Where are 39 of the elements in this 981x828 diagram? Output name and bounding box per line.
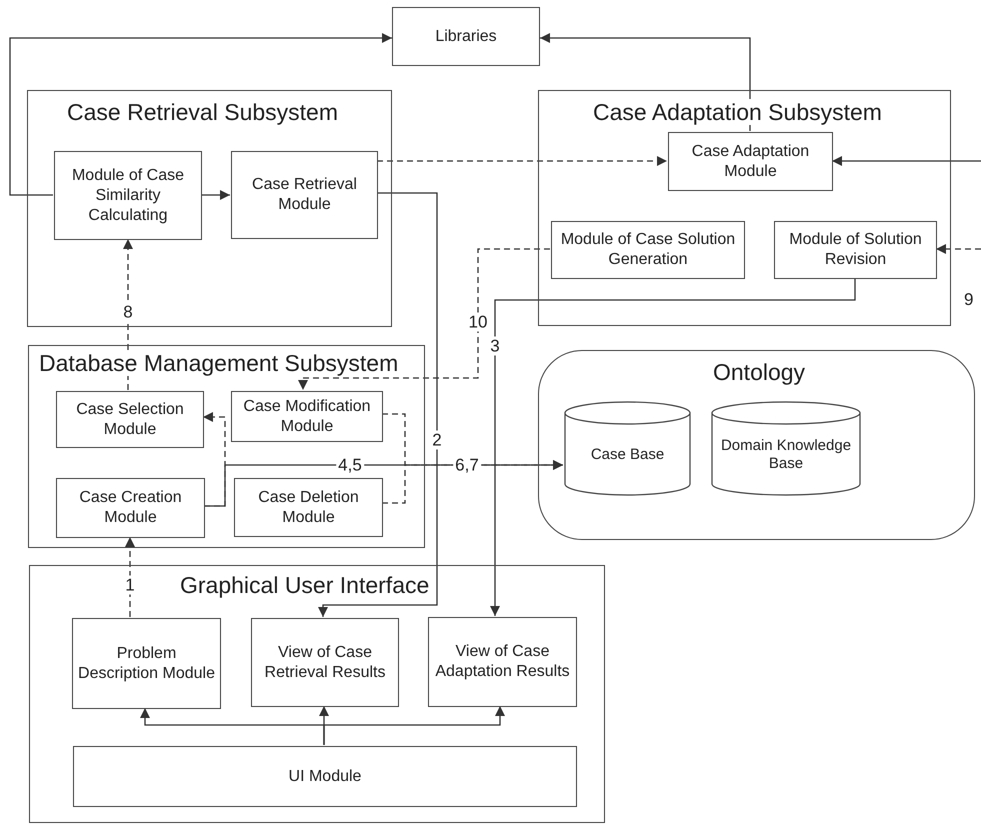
subsystem-panel	[28, 345, 425, 548]
module-box: Problem Description Module	[72, 618, 221, 709]
subsystem-panel	[29, 565, 605, 823]
subsystem-panel	[538, 90, 951, 326]
database-cylinder: Domain Knowledge Base	[711, 401, 861, 496]
edge-label: 6,7	[453, 456, 481, 474]
module-box: Case Selection Module	[56, 391, 204, 448]
edge-label: 2	[430, 430, 444, 450]
edge-label: 8	[121, 302, 135, 322]
arrow	[377, 156, 667, 166]
module-box: Module of Solution Revision	[774, 221, 937, 279]
arrow	[382, 460, 563, 504]
arrow	[936, 244, 981, 254]
arrow	[298, 248, 550, 390]
ontology-panel	[538, 350, 975, 540]
module-box: Case Retrieval Module	[231, 151, 378, 239]
module-box: Case Modification Module	[231, 391, 383, 442]
arrow	[9, 33, 392, 196]
module-box: UI Module	[73, 746, 577, 807]
module-box: Case Creation Module	[56, 478, 205, 538]
edge-label: 10	[466, 312, 490, 332]
arrow	[323, 706, 505, 745]
arrow	[540, 33, 751, 131]
subsystem-panel	[27, 90, 392, 327]
module-box: View of Case Retrieval Results	[251, 618, 399, 707]
database-cylinder: Case Base	[564, 401, 691, 496]
arrow	[490, 278, 856, 616]
edge-label: 4,5	[336, 456, 364, 474]
edge-label: 3	[488, 336, 502, 356]
module-box: View of Case Adaptation Results	[428, 617, 577, 707]
arrow	[318, 192, 438, 617]
module-box: Libraries	[392, 7, 540, 66]
arrow	[201, 190, 230, 200]
module-box: Case Adaptation Module	[668, 132, 833, 191]
callout-number: 9	[964, 290, 974, 309]
module-box: Case Deletion Module	[234, 478, 383, 537]
module-box: Module of Case Similarity Calculating	[54, 151, 202, 240]
module-box: Module of Case Solution Generation	[551, 221, 745, 279]
arrow	[832, 156, 981, 166]
